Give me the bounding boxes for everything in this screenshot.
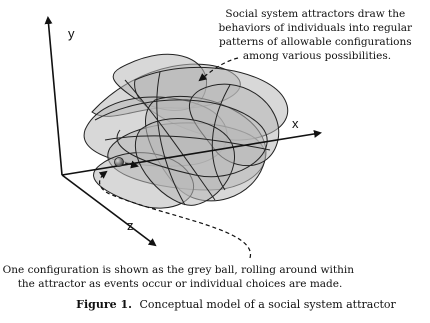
x-axis [61,130,322,176]
top-annotation: Social system attractors draw the behavi… [219,8,416,62]
bottom-annotation-line-1: One configuration is shown as the grey b… [3,264,355,276]
top-annotation-line-2: behaviors of individuals into regular [219,22,414,34]
top-annotation-leader [198,57,239,82]
attractor-shape [83,53,288,209]
caption-text: Conceptual model of a social system attr… [139,298,396,311]
axes [44,16,322,247]
ball-motion-arrow [124,160,139,169]
top-annotation-line-3: patterns of allowable configurations [219,36,412,48]
caption-label: Figure 1. [76,298,132,311]
figure-caption: Figure 1. Conceptual model of a social s… [76,298,396,311]
bottom-annotation-leader [98,170,251,259]
top-annotation-line-1: Social system attractors draw the [225,8,405,20]
grey-ball [114,157,124,167]
attractor-trajectory [94,71,271,206]
bottom-annotation: One configuration is shown as the grey b… [3,264,358,290]
y-axis-label: y [68,26,75,41]
z-axis [61,174,157,247]
z-axis-label: z [127,218,134,233]
y-axis [44,16,63,176]
x-axis-label: x [292,116,299,131]
top-annotation-line-4: among various possibilities. [243,50,391,62]
bottom-annotation-line-2: the attractor as events occur or individ… [18,278,343,290]
